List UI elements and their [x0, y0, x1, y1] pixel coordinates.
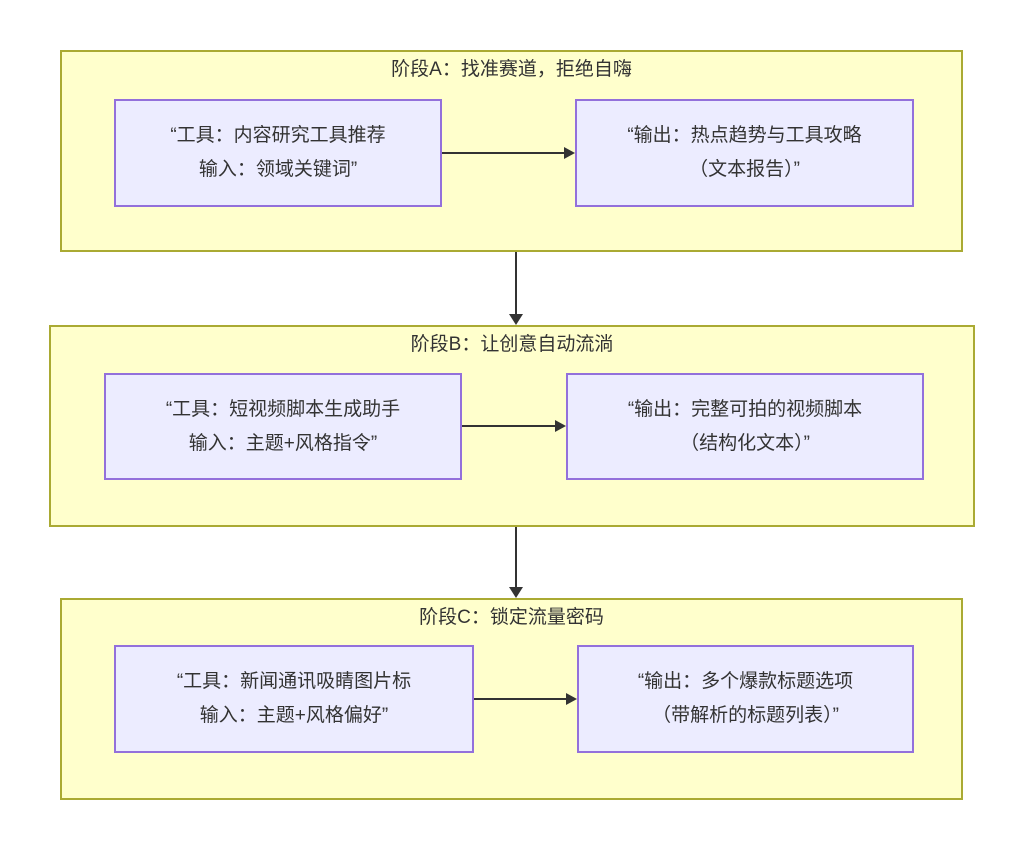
arrow-line — [442, 152, 564, 154]
arrow-line — [515, 527, 517, 587]
stage-c-container: 阶段C：锁定流量密码 “工具：新闻通讯吸睛图片标 输入：主题+风格偏好” “输出… — [60, 598, 963, 800]
arrow-line — [515, 252, 517, 314]
stage-a-tool-node: “工具：内容研究工具推荐 输入：领域关键词” — [114, 99, 442, 207]
stage-a-output-node: “输出：热点趋势与工具攻略 （文本报告）” — [575, 99, 914, 207]
arrow-b-tool-to-output — [462, 420, 566, 432]
node-text-line: “输出：热点趋势与工具攻略 — [627, 125, 862, 146]
stage-b-tool-node: “工具：短视频脚本生成助手 输入：主题+风格指令” — [104, 373, 462, 480]
node-text-line: “工具：新闻通讯吸睛图片标 — [176, 671, 412, 692]
arrow-c-tool-to-output — [474, 693, 577, 705]
arrow-stage-b-to-c — [509, 527, 523, 598]
node-text-line: 输入：主题+风格指令” — [188, 432, 378, 454]
stage-a-title: 阶段A：找准赛道，拒绝自嗨 — [391, 59, 632, 80]
arrow-head-down-icon — [509, 314, 523, 325]
stage-b-container: 阶段B：让创意自动流淌 “工具：短视频脚本生成助手 输入：主题+风格指令” “输… — [49, 325, 975, 527]
node-text-line: “工具：内容研究工具推荐 — [170, 125, 386, 146]
arrow-stage-a-to-b — [509, 252, 523, 325]
node-text-line: “输出：完整可拍的视频脚本 — [627, 398, 863, 420]
arrow-line — [474, 698, 566, 700]
stage-c-title: 阶段C：锁定流量密码 — [419, 607, 604, 628]
stage-b-title: 阶段B：让创意自动流淌 — [410, 334, 614, 355]
arrow-head-down-icon — [509, 587, 523, 598]
node-text-line: “输出：多个爆款标题选项 — [637, 671, 854, 692]
arrow-a-tool-to-output — [442, 147, 575, 159]
stage-c-tool-node: “工具：新闻通讯吸睛图片标 输入：主题+风格偏好” — [114, 645, 474, 753]
stage-a-container: 阶段A：找准赛道，拒绝自嗨 “工具：内容研究工具推荐 输入：领域关键词” “输出… — [60, 50, 963, 252]
node-text-line: （文本报告）” — [689, 159, 800, 180]
arrow-line — [462, 425, 555, 427]
node-text-line: 输入：领域关键词” — [198, 159, 358, 180]
arrow-head-right-icon — [555, 420, 566, 432]
node-text-line: （带解析的标题列表）” — [652, 705, 839, 726]
node-text-line: （结构化文本）” — [680, 432, 810, 454]
arrow-head-right-icon — [564, 147, 575, 159]
arrow-head-right-icon — [566, 693, 577, 705]
stage-b-output-node: “输出：完整可拍的视频脚本 （结构化文本）” — [566, 373, 924, 480]
node-text-line: “工具：短视频脚本生成助手 — [165, 398, 401, 420]
stage-c-output-node: “输出：多个爆款标题选项 （带解析的标题列表）” — [577, 645, 914, 753]
node-text-line: 输入：主题+风格偏好” — [199, 705, 389, 726]
